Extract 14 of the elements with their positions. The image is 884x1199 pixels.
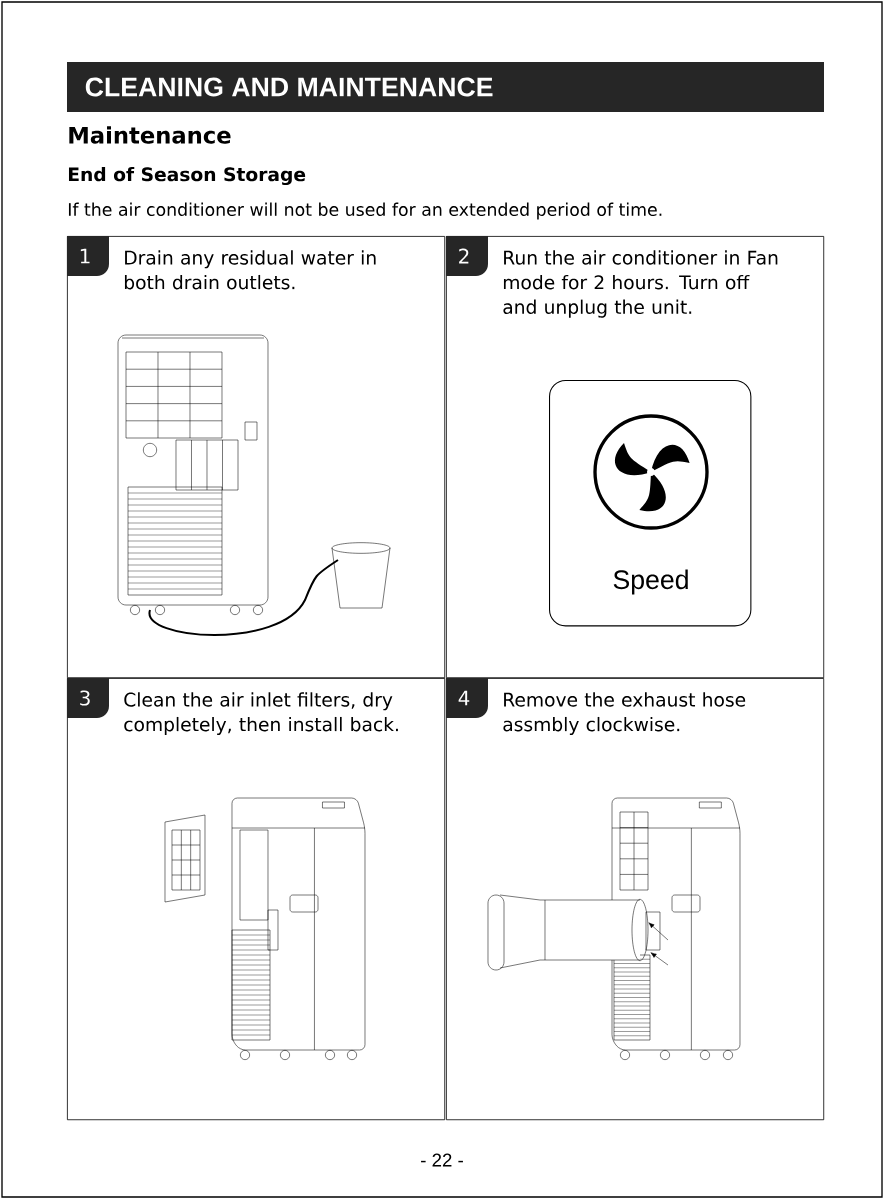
step-number: 3 — [67, 678, 109, 718]
section-heading: Maintenance — [69, 126, 231, 144]
page-number: - 22 - — [421, 1153, 463, 1167]
step-instruction: Remove the exhaust hose assmbly clockwise. — [503, 692, 746, 735]
step-number: 2 — [446, 236, 488, 276]
step-number: 1 — [67, 236, 109, 276]
step-instruction: Clean the air inlet filters, dry completely, then install back. — [124, 692, 398, 735]
step-instruction: Run the air conditioner in Fan mode for 2 hours. Turn off and unplug the unit. — [503, 250, 778, 318]
step-instruction: Drain any residual water in both drain outlets. — [124, 250, 376, 290]
speed-button: Speed — [549, 380, 752, 627]
title-banner: CLEANING AND MAINTENANCE — [67, 62, 824, 112]
step-number: 4 — [446, 678, 488, 718]
intro-text: If the air conditioner will not be used for an extended period of time. — [68, 202, 662, 220]
subsection-heading: End of Season Storage — [69, 166, 306, 186]
